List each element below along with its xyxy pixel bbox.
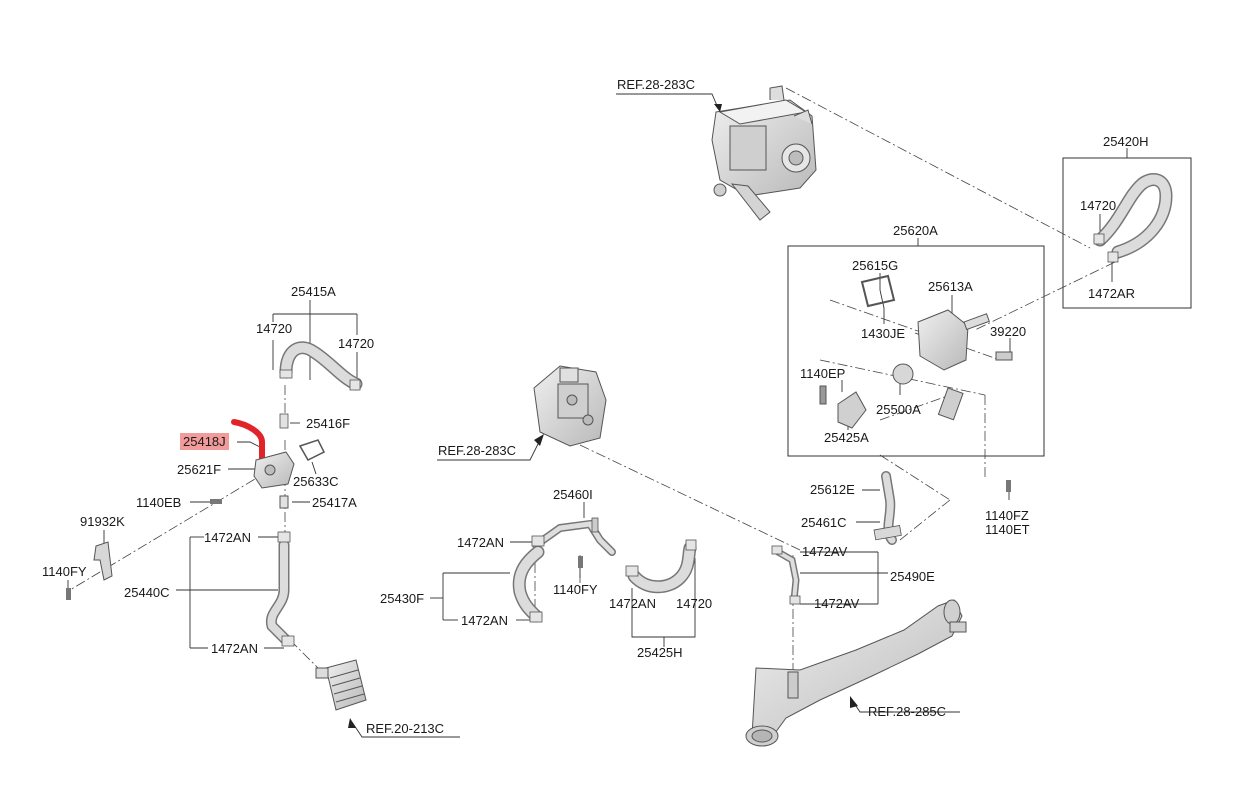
label-25620a[interactable]: 25620A <box>893 223 938 238</box>
label-91932k[interactable]: 91932K <box>80 514 125 529</box>
hose-25415a <box>279 341 363 429</box>
label-25461c[interactable]: 25461C <box>801 515 847 530</box>
label-1430je[interactable]: 1430JE <box>861 326 906 341</box>
label-1140fy-mid[interactable]: 1140FY <box>553 582 598 597</box>
label-1140et[interactable]: 1140ET <box>985 522 1030 537</box>
hose-25440c <box>265 531 295 647</box>
label-25633c[interactable]: 25633C <box>293 474 339 489</box>
hose-25425h <box>625 539 697 594</box>
hose-25430f <box>512 535 545 623</box>
label-1472av-a[interactable]: 1472AV <box>802 544 848 559</box>
label-25613a[interactable]: 25613A <box>928 279 973 294</box>
oil-cooler <box>315 659 367 711</box>
label-25440c[interactable]: 25440C <box>124 585 170 600</box>
label-25425a[interactable]: 25425A <box>824 430 869 445</box>
throttle-body <box>533 365 607 447</box>
pipe-25490e <box>771 545 801 605</box>
thermostat-assembly <box>819 274 1013 429</box>
label-25420h[interactable]: 25420H <box>1103 134 1149 149</box>
fitting-25621f <box>253 439 326 509</box>
label-25621f[interactable]: 25621F <box>177 462 222 477</box>
bolts-small <box>66 480 1011 600</box>
arrow-heads <box>348 104 858 728</box>
label-14720-right[interactable]: 14720 <box>1080 198 1117 213</box>
label-25418j-highlighted[interactable]: 25418J <box>180 433 229 450</box>
label-1472an-c[interactable]: 1472AN <box>457 535 504 550</box>
label-25612e[interactable]: 25612E <box>810 482 855 497</box>
label-25416f[interactable]: 25416F <box>306 416 351 431</box>
pipe-25460i <box>532 517 616 556</box>
label-1140ep[interactable]: 1140EP <box>800 366 846 381</box>
label-25500a[interactable]: 25500A <box>876 402 921 417</box>
label-ref-28-283c-top[interactable]: REF.28-283C <box>617 77 696 92</box>
group-box-25620a <box>787 245 1045 457</box>
label-14720-l2[interactable]: 14720 <box>338 336 375 351</box>
label-1472an-a[interactable]: 1472AN <box>204 530 251 545</box>
hose-25612e <box>873 471 902 545</box>
label-25615g[interactable]: 25615G <box>852 258 899 273</box>
label-1472av-b[interactable]: 1472AV <box>814 596 860 611</box>
label-1472an-e[interactable]: 1472AN <box>609 596 656 611</box>
label-1140eb[interactable]: 1140EB <box>136 495 182 510</box>
bracket-91932k <box>93 541 113 581</box>
label-1472an-d[interactable]: 1472AN <box>461 613 508 628</box>
leader-lines <box>67 93 1128 738</box>
water-outlet-pipe <box>745 599 967 747</box>
label-25430f[interactable]: 25430F <box>380 591 425 606</box>
egr-cooler-assembly <box>711 85 817 221</box>
label-39220[interactable]: 39220 <box>990 324 1027 339</box>
label-25425h[interactable]: 25425H <box>637 645 683 660</box>
hose-25420h <box>1093 173 1173 263</box>
label-25490e[interactable]: 25490E <box>890 569 935 584</box>
label-1140fy-left[interactable]: 1140FY <box>42 564 87 579</box>
label-25417a[interactable]: 25417A <box>312 495 357 510</box>
label-1472ar[interactable]: 1472AR <box>1088 286 1135 301</box>
pipe-25418j-highlighted <box>231 419 265 461</box>
label-25460i[interactable]: 25460I <box>553 487 593 502</box>
label-ref-28-283c-mid[interactable]: REF.28-283C <box>438 443 517 458</box>
label-1140fz[interactable]: 1140FZ <box>985 508 1029 523</box>
label-14720-mid[interactable]: 14720 <box>676 596 713 611</box>
label-ref-20-213c[interactable]: REF.20-213C <box>366 721 445 736</box>
label-25415a[interactable]: 25415A <box>291 284 336 299</box>
label-1472an-b[interactable]: 1472AN <box>211 641 258 656</box>
label-ref-28-285c[interactable]: REF.28-285C <box>868 704 947 719</box>
label-14720-l1[interactable]: 14720 <box>256 321 293 336</box>
